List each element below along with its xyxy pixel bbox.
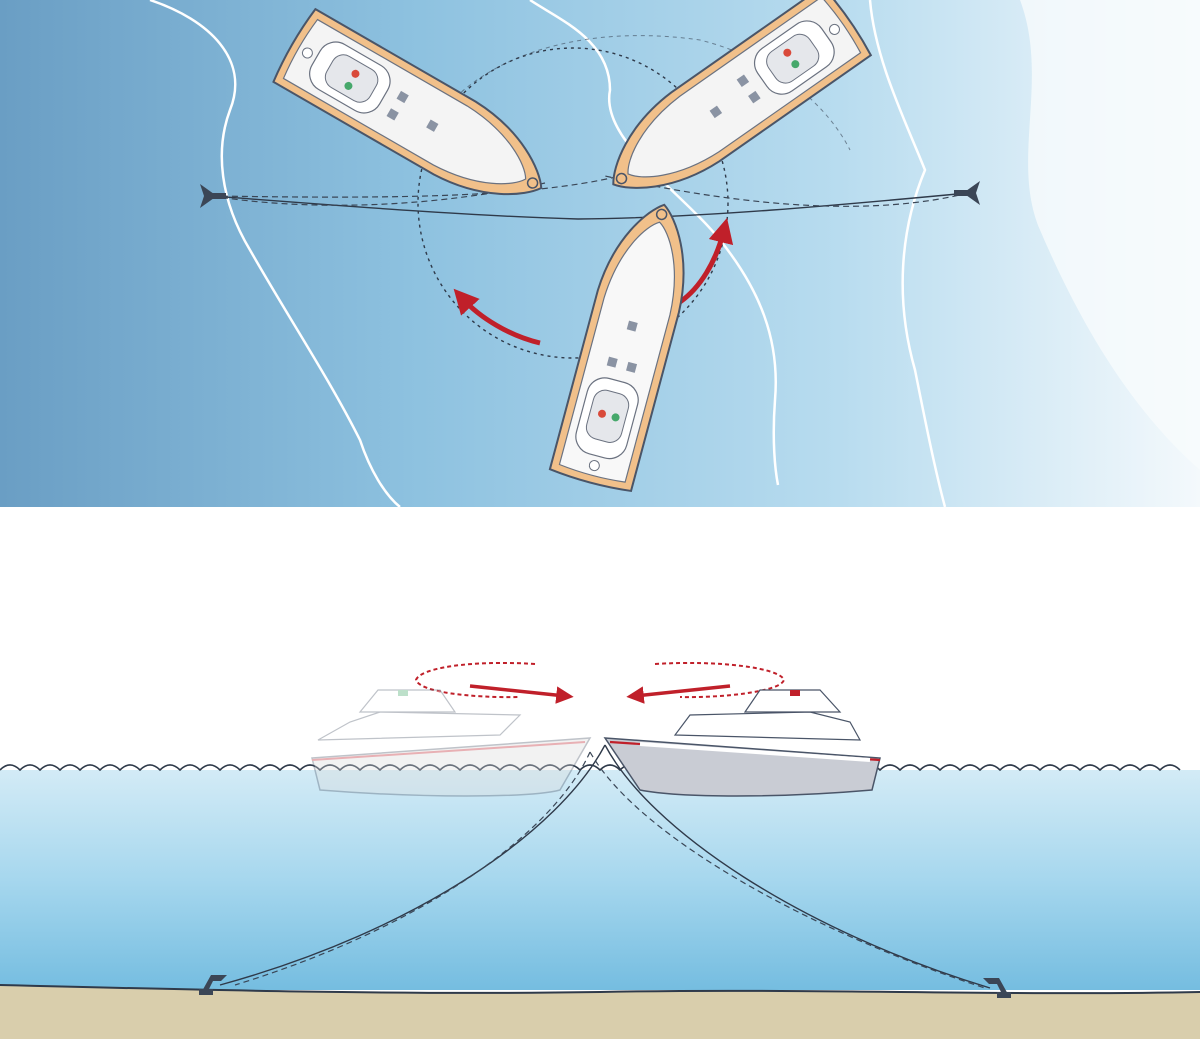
anchor-icon bbox=[954, 181, 980, 205]
rode-line-dashed-right bbox=[589, 751, 986, 989]
anchor-rode-line bbox=[604, 744, 991, 989]
boat-main-side bbox=[603, 689, 881, 797]
curved-arrow-icon bbox=[626, 684, 731, 704]
rotation-path-right bbox=[654, 661, 786, 699]
seabed bbox=[0, 985, 1200, 1039]
anchor-icon bbox=[983, 978, 1011, 998]
water-surface bbox=[0, 764, 1181, 772]
curved-arrow-icon bbox=[678, 217, 734, 305]
anchor-icon bbox=[199, 975, 227, 995]
curved-arrow-icon bbox=[469, 684, 574, 704]
water-column bbox=[0, 770, 1200, 990]
anchor-icon bbox=[200, 184, 226, 208]
shallow-area bbox=[1020, 0, 1200, 470]
anchor-rode-line bbox=[211, 192, 969, 220]
depth-contour bbox=[868, 0, 947, 508]
curved-arrow-icon bbox=[453, 288, 541, 346]
depth-contour bbox=[149, 0, 401, 508]
swing-circle bbox=[417, 47, 729, 359]
rode-line-dashed-right bbox=[604, 175, 969, 207]
bottom-side-view bbox=[0, 507, 1200, 1039]
boat-position-left-side bbox=[311, 689, 592, 797]
boat-main bbox=[548, 203, 685, 493]
sky-area bbox=[0, 507, 1200, 767]
rode-line-dashed-left bbox=[234, 751, 591, 986]
rotation-path-left bbox=[414, 661, 536, 699]
rode-line-dashed-cross bbox=[211, 175, 621, 198]
top-plan-view bbox=[0, 0, 1200, 508]
boat-position-right bbox=[612, 0, 873, 189]
boat-position-left bbox=[272, 7, 543, 196]
swing-arc-dashed bbox=[419, 35, 851, 151]
